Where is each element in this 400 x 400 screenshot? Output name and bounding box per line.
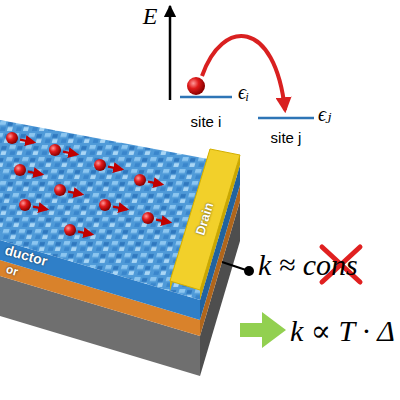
drift-arrow <box>78 232 92 235</box>
drift-arrow <box>33 207 47 210</box>
layer-name: Drain <box>193 201 216 237</box>
charge-ball <box>142 212 154 224</box>
rate-formula: k ≈ cons <box>258 248 358 281</box>
drift-arrow <box>148 182 162 185</box>
drain-electrode: Drain <box>193 201 216 237</box>
energy-level <box>180 96 232 99</box>
layer-band: or <box>4 263 19 279</box>
leader-line <box>222 262 246 270</box>
drift-arrow <box>28 172 42 175</box>
drift-arrow <box>156 220 170 223</box>
rate-formula: k ∝ T · Δ <box>290 314 395 347</box>
charge-ball <box>14 164 26 176</box>
charge-ball <box>49 144 61 156</box>
drift-arrow <box>108 167 122 170</box>
charge-ball <box>99 199 111 211</box>
charge-ball <box>134 174 146 186</box>
charge-ball <box>187 77 205 95</box>
drain-top <box>170 149 240 290</box>
energy-level <box>258 117 314 120</box>
leader-dot <box>244 266 254 276</box>
energy-label: ϵᵢ <box>238 81 249 103</box>
site-label: site j <box>271 130 302 147</box>
layer-name: or <box>4 263 19 279</box>
charge-ball <box>64 224 76 236</box>
charge-ball <box>54 184 66 196</box>
charge-carriers <box>6 132 170 236</box>
green-arrow <box>240 312 286 348</box>
semiconductor-top <box>0 120 240 300</box>
axis-label: E <box>143 3 158 29</box>
charge-ball <box>94 159 106 171</box>
charge-ball <box>19 199 31 211</box>
charge-ball <box>6 132 18 144</box>
hop-arrow <box>202 36 285 110</box>
drift-arrow <box>20 140 34 143</box>
drift-arrow <box>68 192 82 195</box>
energy-axis <box>169 6 172 100</box>
energy-label: ϵⱼ <box>318 103 331 125</box>
drift-arrow <box>63 152 77 155</box>
drift-arrow <box>113 207 127 210</box>
site-label: site i <box>191 114 222 131</box>
